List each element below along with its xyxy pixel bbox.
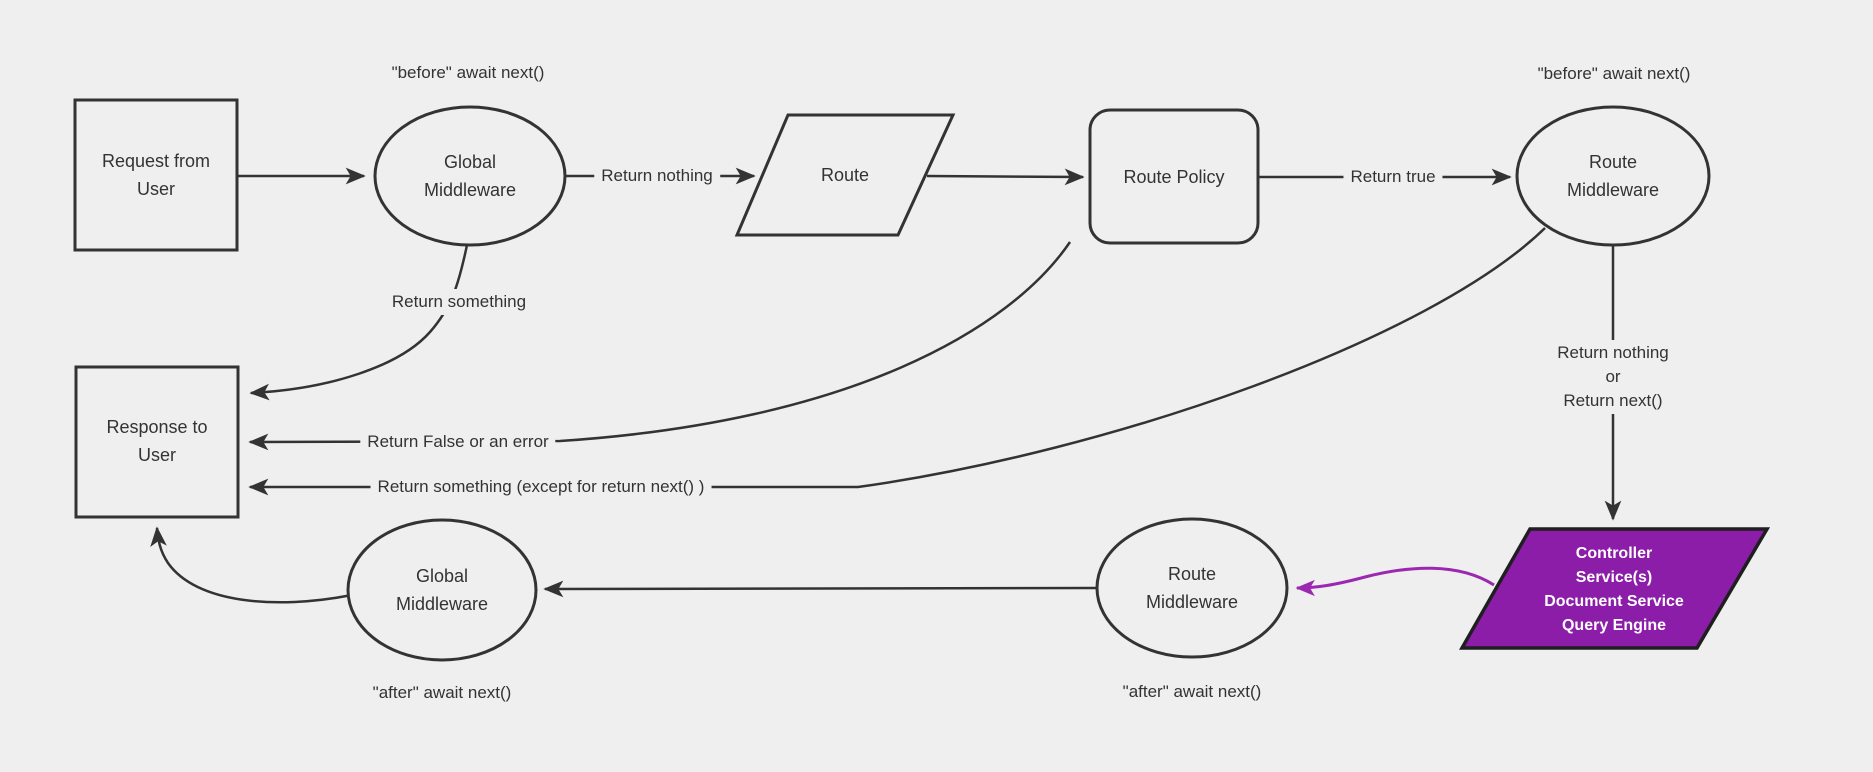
- global-middleware-bottom-node-label: Global Middleware: [395, 566, 489, 614]
- route-node-shape: [734, 113, 956, 237]
- edge-label-return-false-or-error: Return False or an error: [360, 429, 556, 455]
- edge-label-return-nothing-or-next: Return nothing or Return next(): [1550, 340, 1676, 414]
- edge-controller-to-route-middleware-bottom: [1295, 566, 1495, 597]
- edge-global-middleware-bottom-to-response: [150, 526, 353, 604]
- edge-label-return-something-except: Return something (except for return next…: [370, 474, 712, 500]
- route-middleware-bottom-node-shape: [1095, 517, 1289, 659]
- route-middleware-top-node-shape: [1515, 105, 1711, 247]
- edge-label-return-nothing: Return nothing: [594, 163, 720, 189]
- route-policy-node-label: Route Policy: [1123, 167, 1225, 187]
- annotation-before-global-middleware: "before" await next(): [391, 63, 545, 82]
- route-policy-node-shape: [1088, 108, 1260, 245]
- request-node-shape: [73, 98, 239, 252]
- global-middleware-top-node-label: Global Middleware: [423, 152, 517, 200]
- annotation-after-global-middleware: "after" await next(): [372, 683, 512, 702]
- controller-node-label: Controller Service(s) Document Service Q…: [1544, 545, 1684, 634]
- response-node-label: Response to User: [106, 417, 208, 465]
- route-middleware-bottom-node-label: Route Middleware: [1145, 564, 1239, 612]
- route-node-label: Route: [820, 165, 870, 185]
- global-middleware-top-node-shape: [373, 105, 567, 247]
- edge-global-middleware-to-response: [249, 244, 469, 401]
- response-node-shape: [74, 365, 240, 519]
- edge-route-middleware-bottom-to-global-middleware-bottom: [543, 580, 1098, 598]
- annotation-after-route-middleware: "after" await next(): [1122, 682, 1262, 701]
- edge-route-middleware-to-response: [248, 227, 1546, 496]
- edge-label-return-true: Return true: [1343, 164, 1443, 190]
- edge-route-policy-to-response: [248, 241, 1072, 451]
- global-middleware-bottom-node-shape: [346, 518, 538, 662]
- controller-node-shape: [1458, 527, 1771, 650]
- request-node-label: Request from User: [101, 151, 211, 199]
- annotation-before-route-middleware: "before" await next(): [1537, 64, 1691, 83]
- route-middleware-top-node-label: Route Middleware: [1566, 152, 1660, 200]
- edge-label-return-something: Return something: [384, 289, 534, 315]
- edge-route-to-route-policy: [926, 168, 1085, 186]
